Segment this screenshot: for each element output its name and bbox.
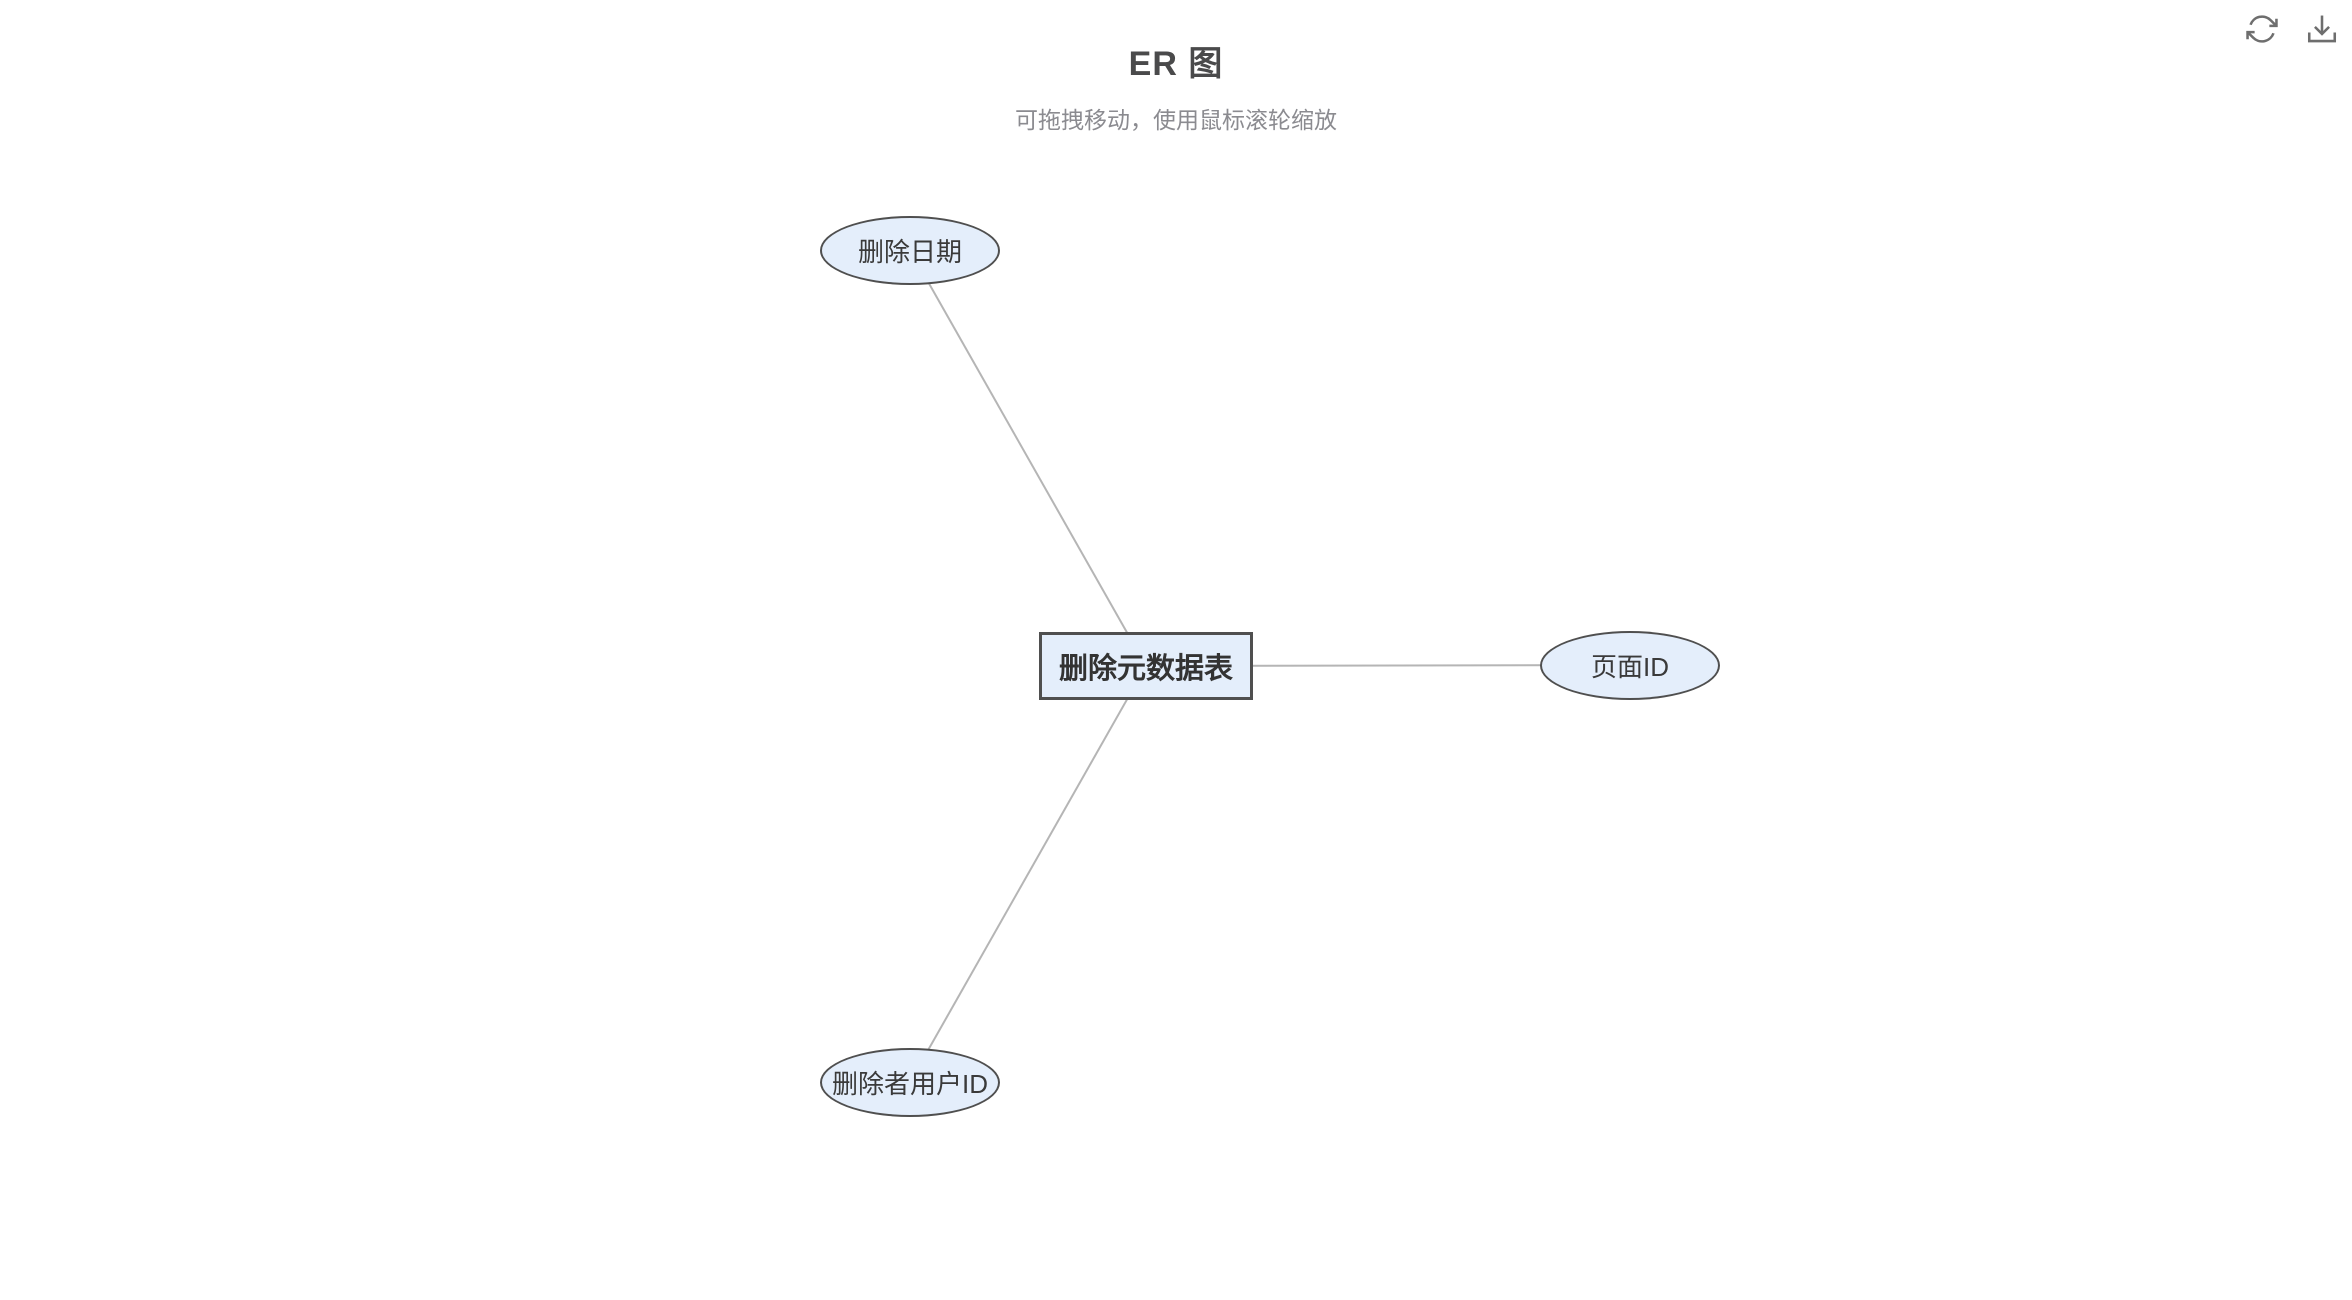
attribute-node-delete-date[interactable]: 删除日期 — [820, 216, 1000, 285]
download-button[interactable] — [2304, 12, 2340, 48]
download-icon — [2305, 12, 2339, 49]
entity-label: 删除元数据表 — [1058, 653, 1233, 685]
attribute-label: 页面ID — [1590, 652, 1669, 682]
refresh-icon — [2245, 12, 2279, 49]
attribute-label: 删除者用户ID — [831, 1069, 988, 1099]
edge-entity-to-deleter-userid — [909, 665, 1147, 1083]
toolbar — [2244, 12, 2340, 48]
attribute-node-page-id[interactable]: 页面ID — [1540, 631, 1720, 700]
entity-node-delete-metadata-table[interactable]: 删除元数据表 — [1039, 632, 1253, 700]
attribute-node-deleter-user-id[interactable]: 删除者用户ID — [820, 1048, 1000, 1117]
refresh-button[interactable] — [2244, 12, 2280, 48]
attribute-label: 删除日期 — [857, 237, 962, 267]
edge-entity-to-delete-date — [909, 249, 1147, 667]
